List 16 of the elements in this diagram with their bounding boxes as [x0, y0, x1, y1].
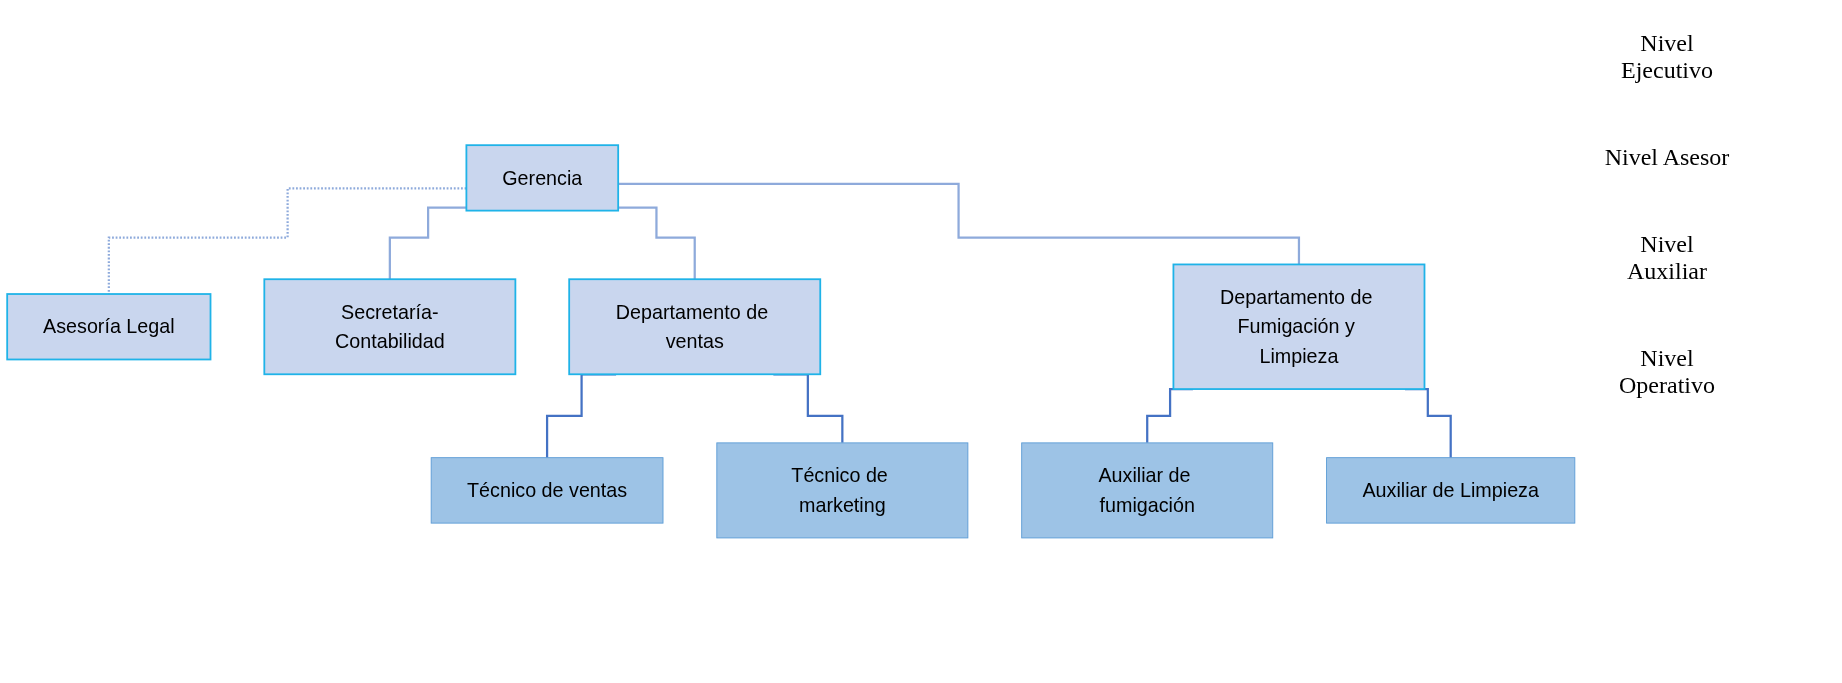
- level-label: Nivel Auxiliar: [1626, 231, 1708, 285]
- node-box: Auxiliar de Limpieza: [1326, 457, 1576, 524]
- node-box: Departamento de Fumigación y Limpieza: [1172, 263, 1426, 390]
- level-label: Nivel Asesor: [1603, 144, 1731, 171]
- connector: [388, 206, 467, 281]
- node-box: Técnico de ventas: [430, 457, 664, 524]
- node-box: Técnico de marketing: [716, 442, 969, 539]
- connector: [618, 182, 1301, 266]
- level-label: Nivel Operativo: [1618, 345, 1716, 399]
- connector: [618, 206, 696, 281]
- node-box: Gerencia: [465, 144, 620, 212]
- node-box: Secretaría-Contabilidad: [263, 278, 517, 376]
- node-box: Departamento de ventas: [568, 278, 822, 376]
- level-label: Nivel Ejecutivo: [1620, 30, 1714, 84]
- node-box: Asesoría Legal: [6, 293, 212, 361]
- node-box: Auxiliar de fumigación: [1021, 442, 1274, 539]
